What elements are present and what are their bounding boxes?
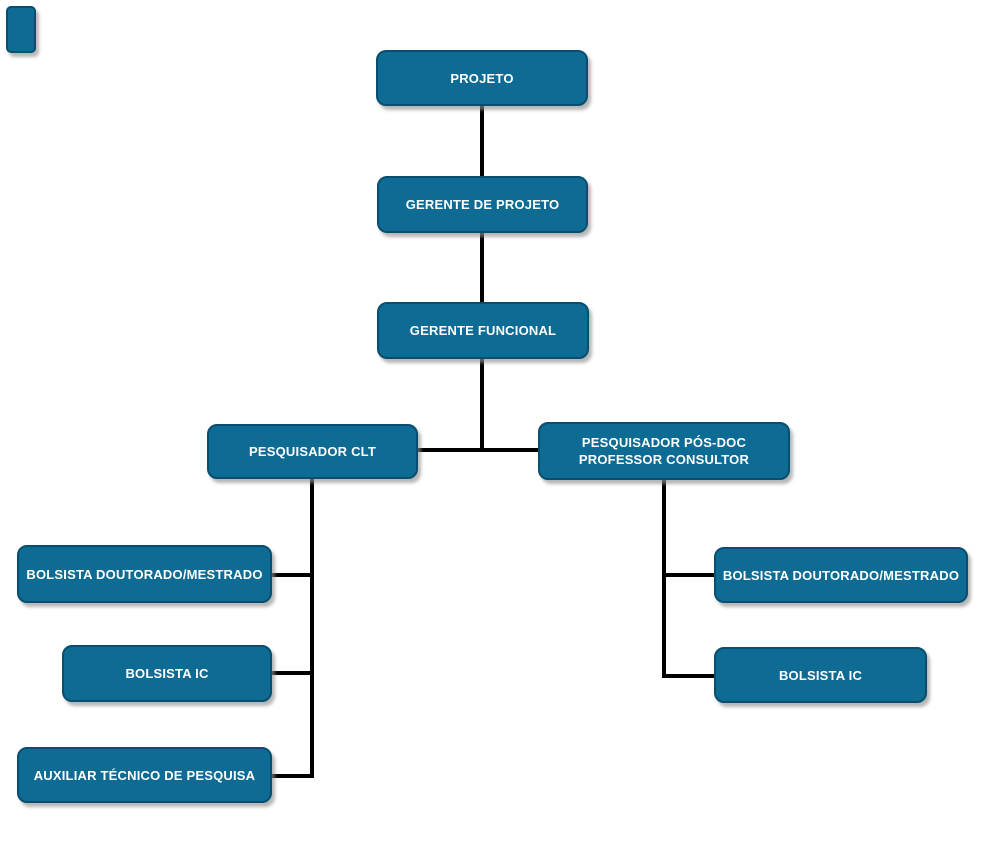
org-node-label: PESQUISADOR PÓS-DOC (581, 435, 747, 450)
org-node-label: PESQUISADOR CLT (249, 444, 376, 459)
org-node-label: PROJETO (450, 70, 514, 86)
connector-stub-bolsista-doutorado-dir (662, 573, 716, 577)
connector-stub-bolsista-ic-esq (270, 671, 314, 675)
org-node-label: BOLSISTA DOUTORADO/MESTRADO (26, 566, 263, 582)
org-node-projeto: PROJETO (376, 50, 588, 106)
connector-stub-auxiliar-tecnico (270, 774, 314, 778)
connector-projeto-to-gerente-projeto (480, 104, 484, 178)
org-node-bolsista-ic-esq: BOLSISTA IC (62, 645, 272, 702)
org-node-label: BOLSISTA IC (125, 666, 209, 681)
org-node-pesquisador-pos-doc: PESQUISADOR PÓS-DOC PROFESSOR CONSULTOR (538, 422, 790, 480)
org-node-label: GERENTE DE PROJETO (405, 197, 560, 212)
connector-posdoc-trunk-vertical (662, 478, 666, 678)
org-node-label: GERENTE FUNCIONAL (409, 323, 557, 338)
connector-clt-trunk-vertical (310, 477, 314, 778)
org-node-bolsista-doutorado-mestrado-esq: BOLSISTA DOUTORADO/MESTRADO (17, 545, 272, 603)
org-node-label: BOLSISTA DOUTORADO/MESTRADO (722, 567, 960, 583)
connector-clt-posdoc-horizontal (416, 448, 540, 452)
org-node-label: PROFESSOR CONSULTOR (578, 452, 750, 467)
org-node-corner-fragment (6, 6, 36, 53)
org-node-auxiliar-tecnico-de-pesquisa: AUXILIAR TÉCNICO DE PESQUISA (17, 747, 272, 803)
connector-stub-bolsista-doutorado-esq (270, 573, 314, 577)
org-node-pesquisador-clt: PESQUISADOR CLT (207, 424, 418, 479)
connector-stub-bolsista-ic-dir (662, 674, 716, 678)
org-node-label: BOLSISTA IC (778, 667, 863, 683)
org-node-gerente-de-projeto: GERENTE DE PROJETO (377, 176, 588, 233)
org-node-bolsista-ic-dir: BOLSISTA IC (714, 647, 927, 703)
org-node-bolsista-doutorado-mestrado-dir: BOLSISTA DOUTORADO/MESTRADO (714, 547, 968, 603)
org-node-label: AUXILIAR TÉCNICO DE PESQUISA (33, 767, 256, 783)
connector-gerente-funcional-down (480, 357, 484, 452)
connector-gerente-projeto-to-gerente-funcional (480, 231, 484, 304)
org-node-gerente-funcional: GERENTE FUNCIONAL (377, 302, 589, 359)
